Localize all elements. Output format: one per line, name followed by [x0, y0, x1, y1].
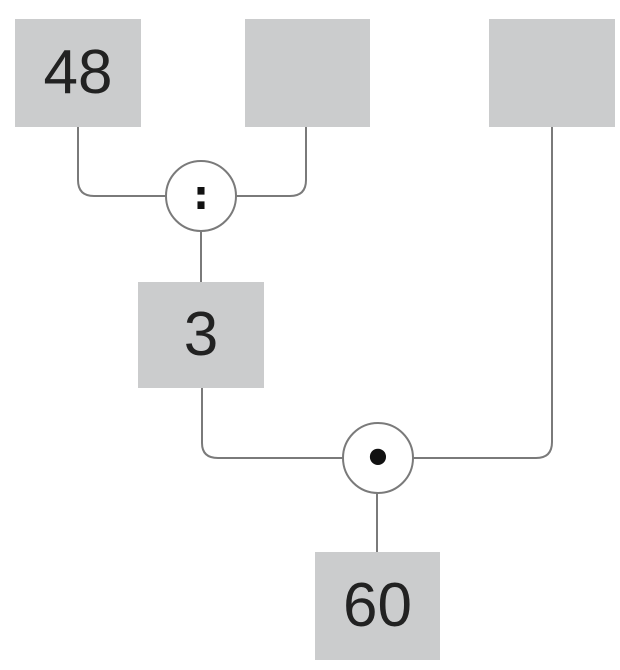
connector-blank-to-divide: [236, 127, 307, 197]
multiply-icon: •: [363, 431, 393, 485]
box-top-middle: [245, 19, 370, 127]
connector-48-to-divide: [77, 127, 166, 197]
box-top-right: [489, 19, 615, 127]
box-middle-value: 3: [183, 300, 219, 369]
box-bottom-value: 60: [343, 571, 412, 640]
box-top-left: 48: [15, 19, 141, 127]
multiply-operator: •: [342, 422, 414, 494]
divide-operator: :: [165, 160, 237, 232]
connector-right-to-multiply: [412, 127, 553, 459]
box-middle: 3: [138, 282, 264, 388]
divide-icon: :: [193, 173, 209, 219]
box-top-left-value: 48: [43, 38, 113, 107]
box-bottom: 60: [315, 552, 440, 660]
connector-3-to-multiply: [201, 388, 344, 459]
